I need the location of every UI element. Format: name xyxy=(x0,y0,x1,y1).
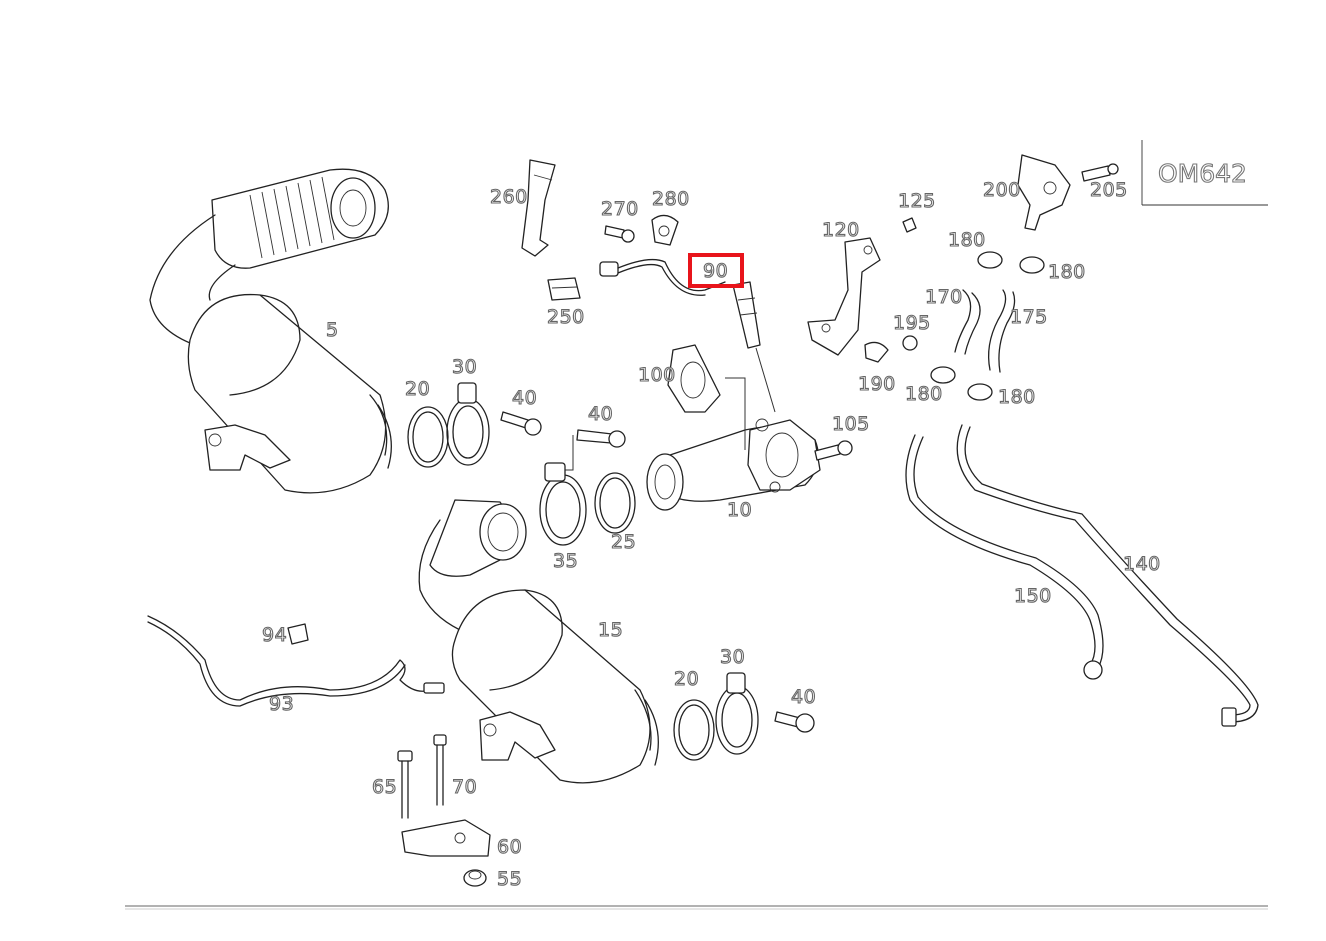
callout-20-upper[interactable]: 20 xyxy=(404,377,430,400)
callout-195[interactable]: 195 xyxy=(892,311,931,334)
part-55-mount-nut[interactable] xyxy=(463,869,487,887)
callout-93[interactable]: 93 xyxy=(268,692,294,715)
callout-260[interactable]: 260 xyxy=(489,185,528,208)
part-94-clip[interactable] xyxy=(287,623,309,645)
callout-175[interactable]: 175 xyxy=(1009,305,1048,328)
callout-60[interactable]: 60 xyxy=(496,835,522,858)
callout-labels: 5 10 15 20 20 25 30 30 35 40 40 40 55 60… xyxy=(261,178,1161,890)
part-125-bolt[interactable] xyxy=(902,217,917,233)
part-120-bracket[interactable] xyxy=(807,237,881,356)
selected-part-highlight xyxy=(688,253,744,288)
engine-code-label: OM642 xyxy=(1158,159,1247,188)
callout-120[interactable]: 120 xyxy=(821,218,860,241)
callout-180-a[interactable]: 180 xyxy=(947,228,986,251)
callout-30-upper[interactable]: 30 xyxy=(451,355,477,378)
callout-35[interactable]: 35 xyxy=(552,549,578,572)
callout-90[interactable]: 90 xyxy=(702,259,728,282)
part-5-particulate-filter-upper[interactable] xyxy=(149,168,392,494)
part-20-seal-ring-lower[interactable] xyxy=(673,699,715,761)
callout-15[interactable]: 15 xyxy=(597,618,623,641)
callout-40-c[interactable]: 40 xyxy=(790,685,816,708)
part-205-bolt[interactable] xyxy=(1081,163,1119,182)
part-140-pipe[interactable] xyxy=(956,424,1259,727)
callout-180-b[interactable]: 180 xyxy=(1047,260,1086,283)
callout-125[interactable]: 125 xyxy=(897,189,936,212)
part-190-clip[interactable] xyxy=(864,341,889,363)
part-250-clip[interactable] xyxy=(547,277,581,301)
callout-70[interactable]: 70 xyxy=(451,775,477,798)
callout-5[interactable]: 5 xyxy=(325,318,339,341)
callout-105[interactable]: 105 xyxy=(831,412,870,435)
part-90-oxygen-sensor[interactable] xyxy=(599,258,776,413)
callout-205[interactable]: 205 xyxy=(1089,178,1128,201)
engine-code-box: OM642 xyxy=(1141,140,1268,206)
callout-140[interactable]: 140 xyxy=(1122,552,1161,575)
part-175-hose[interactable] xyxy=(987,289,1016,373)
part-20-seal-ring-upper[interactable] xyxy=(407,406,449,468)
part-40-bolt-upper-a[interactable] xyxy=(500,411,542,436)
part-15-particulate-filter-lower[interactable] xyxy=(418,499,659,784)
part-200-pressure-sensor[interactable] xyxy=(1017,154,1071,231)
part-260-bracket[interactable] xyxy=(521,159,556,257)
part-100-gasket[interactable] xyxy=(667,344,746,450)
part-40-bolt-upper-b[interactable] xyxy=(555,429,626,471)
part-60-mount-bracket[interactable] xyxy=(401,819,491,857)
callout-30-lower[interactable]: 30 xyxy=(719,645,745,668)
part-70-bolt[interactable] xyxy=(433,734,447,806)
part-65-bolt[interactable] xyxy=(397,750,413,819)
callout-250[interactable]: 250 xyxy=(546,305,585,328)
part-180-hose-clamps[interactable] xyxy=(930,251,1045,401)
part-150-pipe[interactable] xyxy=(905,434,1104,680)
part-93-sensor-cable[interactable] xyxy=(147,615,445,707)
part-30-clamp-lower[interactable] xyxy=(715,672,759,755)
callout-150[interactable]: 150 xyxy=(1013,584,1052,607)
callout-65[interactable]: 65 xyxy=(371,775,397,798)
callout-55[interactable]: 55 xyxy=(496,867,522,890)
part-30-clamp-upper[interactable] xyxy=(446,382,490,466)
part-10-catalytic-converter[interactable] xyxy=(646,418,821,511)
part-25-seal-ring-middle[interactable] xyxy=(594,472,636,534)
callout-170[interactable]: 170 xyxy=(924,285,963,308)
callout-180-d[interactable]: 180 xyxy=(997,385,1036,408)
callout-100[interactable]: 100 xyxy=(637,363,676,386)
callout-25[interactable]: 25 xyxy=(610,530,636,553)
callout-40-b[interactable]: 40 xyxy=(587,402,613,425)
part-105-bolt[interactable] xyxy=(814,440,853,461)
part-170-hose[interactable] xyxy=(954,289,981,355)
part-270-bolt[interactable] xyxy=(604,225,635,243)
part-280-clip[interactable] xyxy=(651,214,679,246)
callout-280[interactable]: 280 xyxy=(651,187,690,210)
callout-10[interactable]: 10 xyxy=(726,498,752,521)
callout-200[interactable]: 200 xyxy=(982,178,1021,201)
callout-20-lower[interactable]: 20 xyxy=(673,667,699,690)
part-40-bolt-lower[interactable] xyxy=(774,711,815,733)
part-195-nut[interactable] xyxy=(902,335,918,351)
callout-40-a[interactable]: 40 xyxy=(511,386,537,409)
part-35-clamp-middle[interactable] xyxy=(539,462,587,546)
callout-190[interactable]: 190 xyxy=(857,372,896,395)
callout-270[interactable]: 270 xyxy=(600,197,639,220)
callout-180-c[interactable]: 180 xyxy=(904,382,943,405)
callout-94[interactable]: 94 xyxy=(261,623,287,646)
